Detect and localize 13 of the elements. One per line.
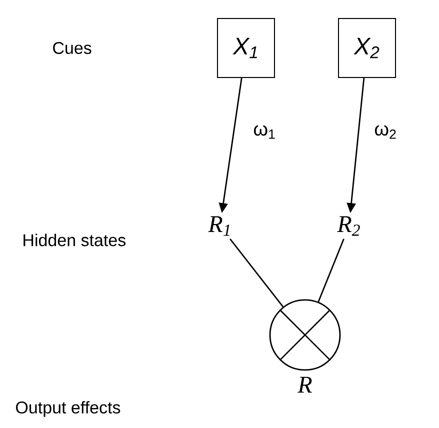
hidden-state-label: R$_{1}$ — [208, 216, 230, 236]
cue-box: X$_{2}$ — [338, 18, 396, 78]
hidden-state-label: R$_{2}$ — [337, 216, 360, 236]
edge-label: ω$_{1}$ — [254, 125, 275, 139]
row-label: Output effects — [16, 401, 120, 417]
row-label: Cues — [53, 42, 92, 54]
connector-line — [318, 238, 344, 302]
cue-box: X$_{1}$ — [217, 18, 275, 78]
output-label: R — [298, 376, 312, 393]
multiplier-circle — [269, 299, 341, 371]
edge-label: ω$_{2}$ — [374, 125, 396, 139]
connector-line — [230, 238, 284, 308]
row-label: Hidden states — [24, 234, 126, 246]
